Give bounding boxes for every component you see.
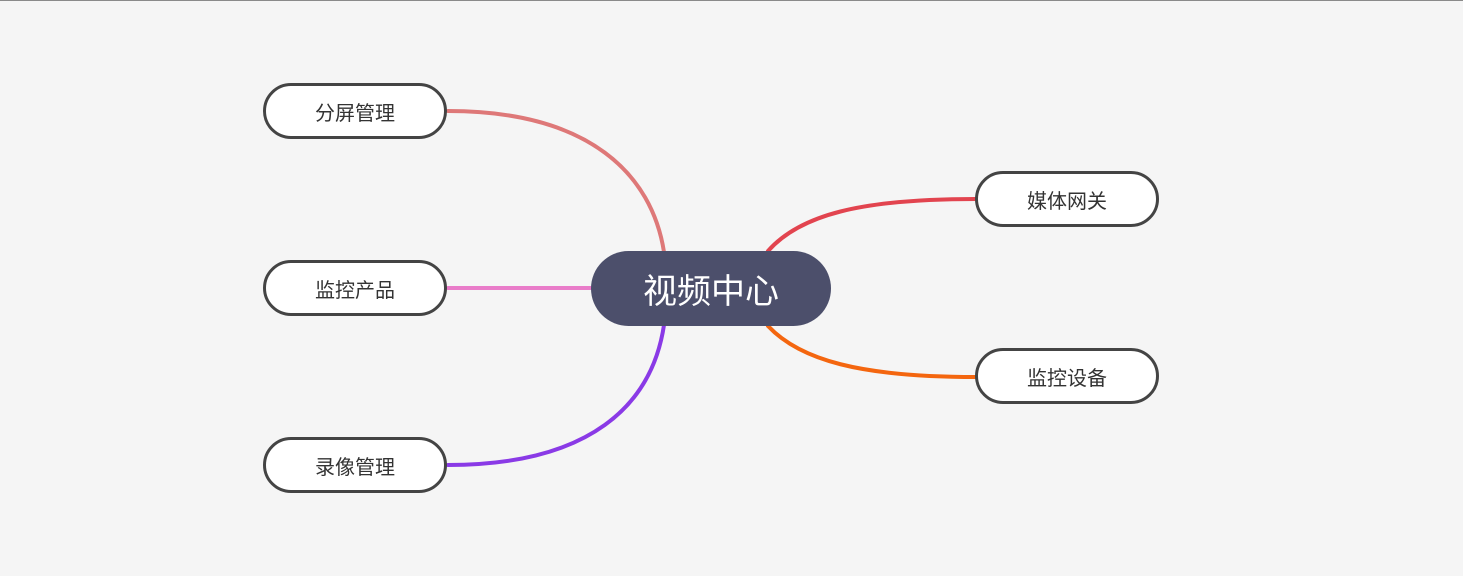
branch-node-label: 监控设备: [1027, 365, 1107, 390]
branch-node-meiti[interactable]: 媒体网关: [975, 171, 1159, 227]
branch-node-luxiang[interactable]: 录像管理: [263, 437, 447, 493]
link-meiti: [766, 197, 978, 253]
branch-node-shebei[interactable]: 监控设备: [975, 348, 1159, 404]
branch-node-jiankong[interactable]: 监控产品: [263, 260, 447, 316]
link-luxiang: [446, 323, 666, 467]
root-node[interactable]: 视频中心: [591, 251, 831, 326]
branch-node-fenping[interactable]: 分屏管理: [263, 83, 447, 139]
link-shebei: [766, 324, 978, 379]
branch-node-label: 媒体网关: [1027, 188, 1107, 213]
link-fenping: [446, 109, 666, 254]
branch-node-label: 分屏管理: [315, 100, 395, 125]
root-node-label: 视频中心: [643, 272, 779, 312]
branch-node-label: 监控产品: [315, 277, 395, 302]
branch-node-label: 录像管理: [315, 454, 395, 479]
top-border: [0, 0, 1463, 1]
